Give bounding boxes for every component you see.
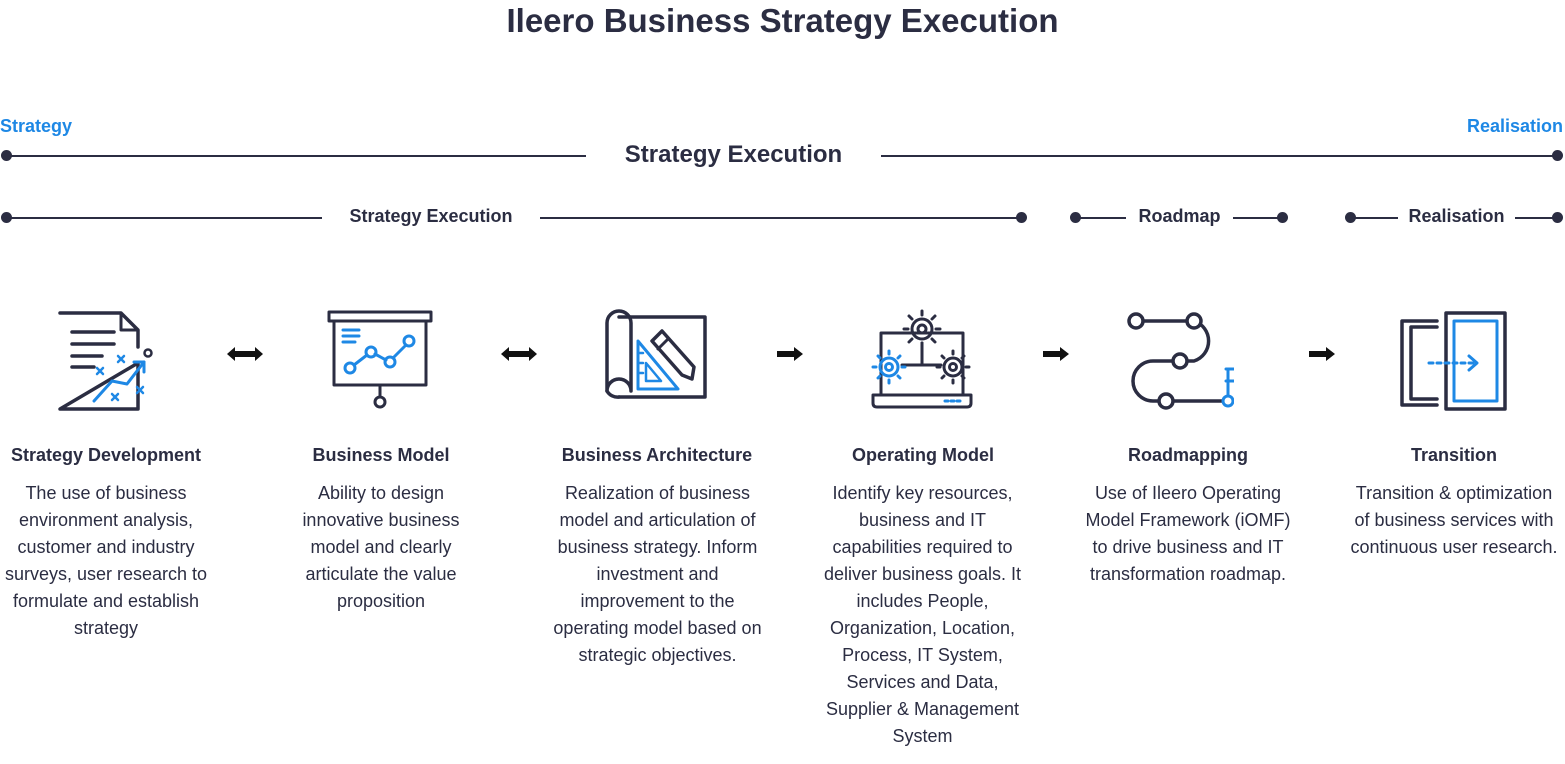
sub-timeline-dot: [1016, 212, 1027, 223]
sub-timeline-line: [540, 217, 1021, 219]
sub-timeline-line: [1350, 217, 1398, 219]
right-arrow-icon: [1308, 346, 1336, 362]
step-description-business-architecture: Realization of business model and articu…: [553, 483, 762, 665]
double-arrow-icon: [226, 346, 264, 362]
step-title-roadmapping: Roadmapping: [1128, 445, 1248, 465]
sub-timeline-dot: [1552, 212, 1563, 223]
sub-timeline-label-realisation: Realisation: [1408, 206, 1505, 226]
step-description-transition: Transition & optimization of business se…: [1350, 483, 1558, 557]
timeline-end-label: Realisation: [1466, 116, 1563, 136]
sub-timeline-dot: [1277, 212, 1288, 223]
step-title-operating-model: Operating Model: [851, 445, 994, 465]
right-arrow-icon: [776, 346, 804, 362]
step-description-strategy-development: The use of business environment analysis…: [4, 483, 208, 638]
sub-timeline-line: [1075, 217, 1126, 219]
step-title-transition: Transition: [1410, 445, 1497, 465]
step-title-strategy-development: Strategy Development: [10, 445, 202, 465]
timeline-line-right: [881, 155, 1557, 157]
timeline-line-left: [6, 155, 586, 157]
step-description-roadmapping: Use of Ileero Operating Model Framework …: [1085, 483, 1291, 584]
sub-timeline-line: [1233, 217, 1282, 219]
sub-timeline-label-strategy-execution: Strategy Execution: [349, 206, 513, 226]
transition-door-icon: [1397, 305, 1507, 415]
right-arrow-icon: [1042, 346, 1070, 362]
sub-timeline-line: [6, 217, 322, 219]
roadmap-path-icon: [1124, 305, 1234, 415]
timeline-end-dot: [1552, 150, 1563, 161]
blueprint-icon: [602, 305, 712, 415]
sub-timeline-label-roadmap: Roadmap: [1138, 206, 1221, 226]
timeline-start-label: Strategy: [0, 116, 73, 136]
step-title-business-model: Business Model: [312, 445, 450, 465]
step-description-operating-model: Identify key resources, business and IT …: [823, 483, 1022, 746]
page-title: Ileero Business Strategy Execution: [506, 2, 1059, 39]
step-description-business-model: Ability to design innovative business mo…: [302, 483, 460, 611]
step-title-business-architecture: Business Architecture: [561, 445, 753, 465]
laptop-gears-icon: [867, 305, 977, 415]
double-arrow-icon: [500, 346, 538, 362]
presentation-board-icon: [325, 305, 435, 415]
strategy-document-icon: [52, 305, 162, 415]
sub-timeline-line: [1515, 217, 1557, 219]
timeline-main-label: Strategy Execution: [624, 141, 843, 168]
